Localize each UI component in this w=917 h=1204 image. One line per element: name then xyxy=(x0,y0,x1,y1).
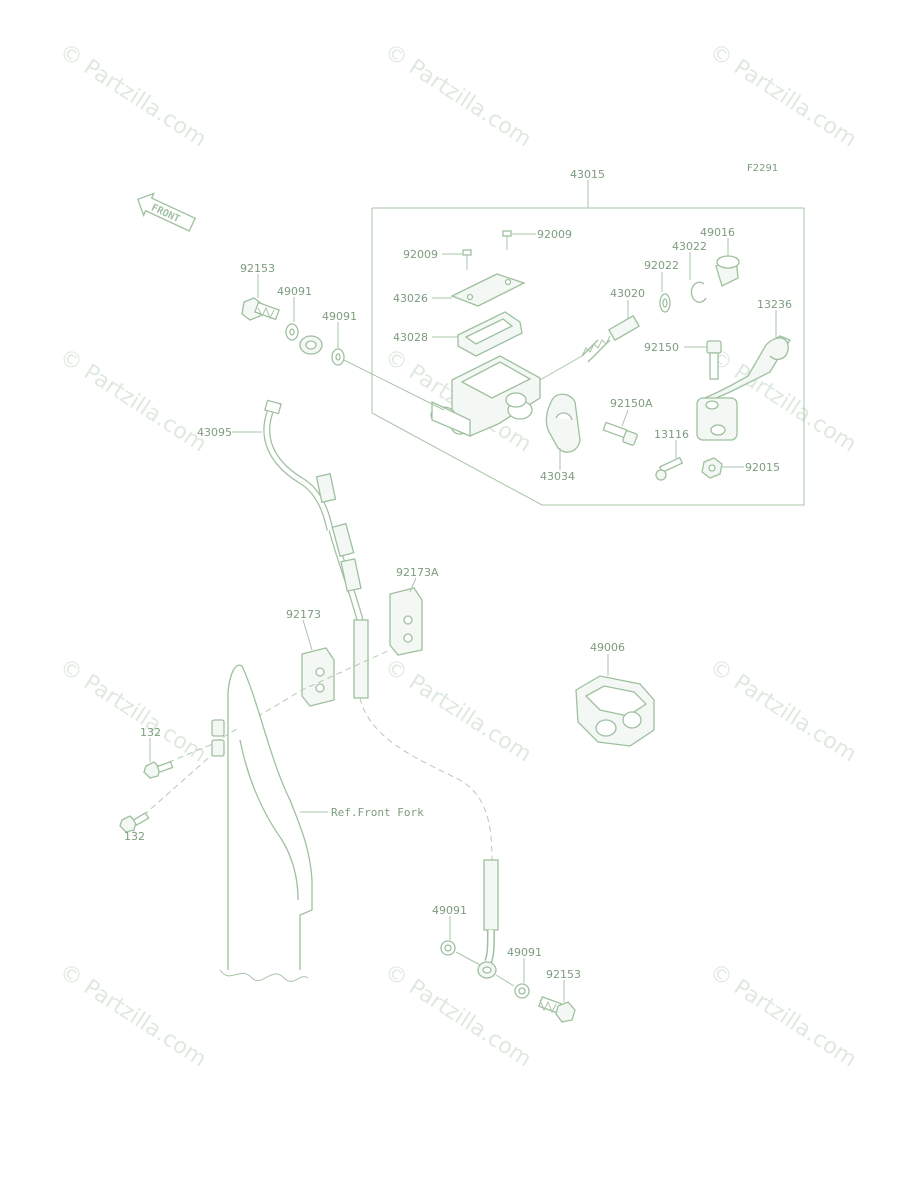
watermark: © Partzilla.com xyxy=(380,39,536,152)
figure-code: F2291 xyxy=(747,163,778,174)
part-label-13116: 13116 xyxy=(654,428,689,441)
nut-92015-icon: 92015 xyxy=(701,457,780,479)
master-cylinder-body-icon xyxy=(430,355,541,437)
part-label-92150: 92150 xyxy=(644,341,679,354)
banjo-bolt-bottom-icon: 92153 xyxy=(538,968,581,1023)
assembly-box: 43015 xyxy=(371,168,805,506)
brake-lever-icon: 13236 xyxy=(696,298,792,441)
watermark: © Partzilla.com xyxy=(380,654,536,767)
part-label-92173: 92173 xyxy=(286,608,321,621)
piston-kit-icon: 43020 xyxy=(539,287,645,381)
washer-49091-icon: 49091 xyxy=(495,946,542,999)
front-arrow-icon: FRONT xyxy=(136,192,197,232)
part-label-43022: 43022 xyxy=(672,240,707,253)
part-label-43034: 43034 xyxy=(540,470,575,483)
watermark: © Partzilla.com xyxy=(55,344,211,457)
part-label-43028: 43028 xyxy=(393,331,428,344)
clamp-icon: 43034 xyxy=(540,393,581,483)
part-label-132-top: 132 xyxy=(140,726,161,739)
washer-49091-icon: 49091 xyxy=(432,904,481,966)
washer-49091-icon: 49091 xyxy=(322,310,445,411)
part-label-92009-top: 92009 xyxy=(537,228,572,241)
washer-92022-icon: 92022 xyxy=(644,259,679,313)
guard-49006-icon: 49006 xyxy=(575,641,655,747)
front-fork-icon: Ref.Front Fork xyxy=(211,664,424,982)
part-label-49091-b: 49091 xyxy=(322,310,357,323)
brake-hose-icon: 43095 xyxy=(197,335,499,979)
pivot-bolt-icon: 92150 xyxy=(644,340,722,380)
ref-front-fork-note: Ref.Front Fork xyxy=(331,806,424,819)
hose-bracket-92173-icon: 92173 xyxy=(286,608,335,707)
part-label-49091-a: 49091 xyxy=(277,285,312,298)
pin-13116-icon: 13116 xyxy=(654,428,689,481)
washer-49091-icon: 49091 xyxy=(277,285,312,341)
part-label-13236: 13236 xyxy=(757,298,792,311)
screw-92009-icon: 92009 xyxy=(403,248,472,270)
part-label-92150a: 92150A xyxy=(610,397,653,410)
part-label-43015: 43015 xyxy=(570,168,605,181)
watermark: © Partzilla.com xyxy=(705,39,861,152)
part-label-132-bottom: 132 xyxy=(124,830,145,843)
part-label-92153-top: 92153 xyxy=(240,262,275,275)
part-label-49091-c: 49091 xyxy=(432,904,467,917)
circlip-icon: 43022 xyxy=(672,240,707,303)
watermark: © Partzilla.com xyxy=(380,959,536,1072)
reservoir-cap-icon: 43026 xyxy=(393,273,526,307)
part-label-49016: 49016 xyxy=(700,226,735,239)
screw-92009-icon: 92009 xyxy=(502,228,572,250)
watermark: © Partzilla.com xyxy=(55,959,211,1072)
part-label-92153-bottom: 92153 xyxy=(546,968,581,981)
watermark-layer: © Partzilla.com © Partzilla.com © Partzi… xyxy=(55,39,861,1072)
watermark: © Partzilla.com xyxy=(55,654,211,767)
watermark: © Partzilla.com xyxy=(55,39,211,152)
watermark: © Partzilla.com xyxy=(705,959,861,1072)
banjo-bolt-top-icon: 92153 xyxy=(240,262,280,321)
part-label-92173a: 92173A xyxy=(396,566,439,579)
part-label-49006: 49006 xyxy=(590,641,625,654)
bolt-132-icon: 132 xyxy=(119,812,150,843)
diaphragm-icon: 43028 xyxy=(393,311,523,357)
bolt-132-icon: 132 xyxy=(140,726,174,779)
watermark: © Partzilla.com xyxy=(705,654,861,767)
hose-bracket-92173a-icon: 92173A xyxy=(389,566,439,656)
part-label-92022: 92022 xyxy=(644,259,679,272)
part-label-92015: 92015 xyxy=(745,461,780,474)
clamp-bolt-icon: 92150A xyxy=(602,397,653,446)
part-label-43020: 43020 xyxy=(610,287,645,300)
part-label-43095: 43095 xyxy=(197,426,232,439)
part-label-92009-left: 92009 xyxy=(403,248,438,261)
part-label-49091-d: 49091 xyxy=(507,946,542,959)
part-label-43026: 43026 xyxy=(393,292,428,305)
boot-49016-icon: 49016 xyxy=(700,226,740,287)
